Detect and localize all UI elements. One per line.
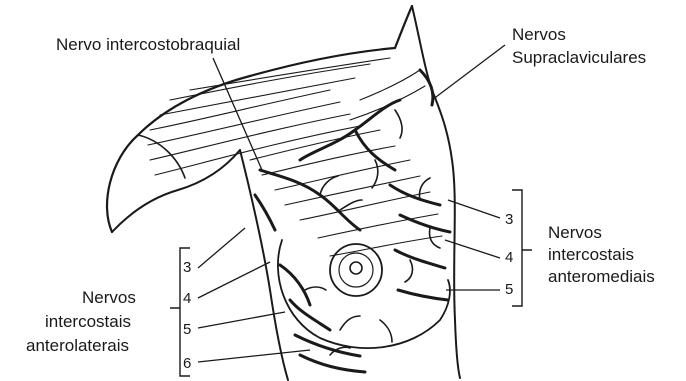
label-supraclaviculares-line2: Supraclaviculares — [512, 48, 646, 67]
label-anterolateral-line1: Nervos — [82, 288, 136, 307]
upper-arm-inner — [112, 150, 240, 232]
label-supraclaviculares-line1: Nervos — [512, 25, 566, 44]
leader-al-6 — [198, 350, 310, 362]
number-anteromedial-3: 3 — [505, 211, 513, 228]
arm-cut — [138, 135, 185, 178]
nerve-branches — [255, 70, 450, 372]
label-anterolateral-line3: anterolaterais — [26, 336, 129, 355]
muscle-hatching — [148, 58, 442, 256]
number-anterolateral-3: 3 — [183, 259, 191, 276]
leader-am-3 — [448, 200, 500, 218]
leader-am-4 — [445, 240, 500, 258]
label-anterolateral-line2: intercostais — [45, 312, 131, 331]
leader-al-4 — [198, 262, 270, 298]
areola-inner — [339, 253, 373, 287]
brackets — [170, 190, 532, 376]
leader-supraclaviculares — [432, 45, 505, 100]
leader-al-3 — [198, 228, 245, 268]
label-anteromedial-line3: anteromediais — [548, 267, 655, 286]
label-anteromedial-line1: Nervos — [548, 223, 602, 242]
number-anteromedial-5: 5 — [505, 281, 513, 298]
number-anterolateral-6: 6 — [183, 355, 191, 372]
label-intercostobraquial: Nervo intercostobraquial — [56, 35, 240, 54]
number-anterolateral-4: 4 — [183, 290, 191, 307]
leader-al-5 — [198, 312, 285, 328]
nipple — [350, 262, 362, 274]
bracket-anteromedial — [512, 190, 532, 306]
number-anteromedial-4: 4 — [505, 249, 513, 266]
number-anterolateral-5: 5 — [183, 321, 191, 338]
anatomy-drawing — [107, 6, 460, 380]
label-anteromedial-line2: intercostais — [548, 245, 634, 264]
